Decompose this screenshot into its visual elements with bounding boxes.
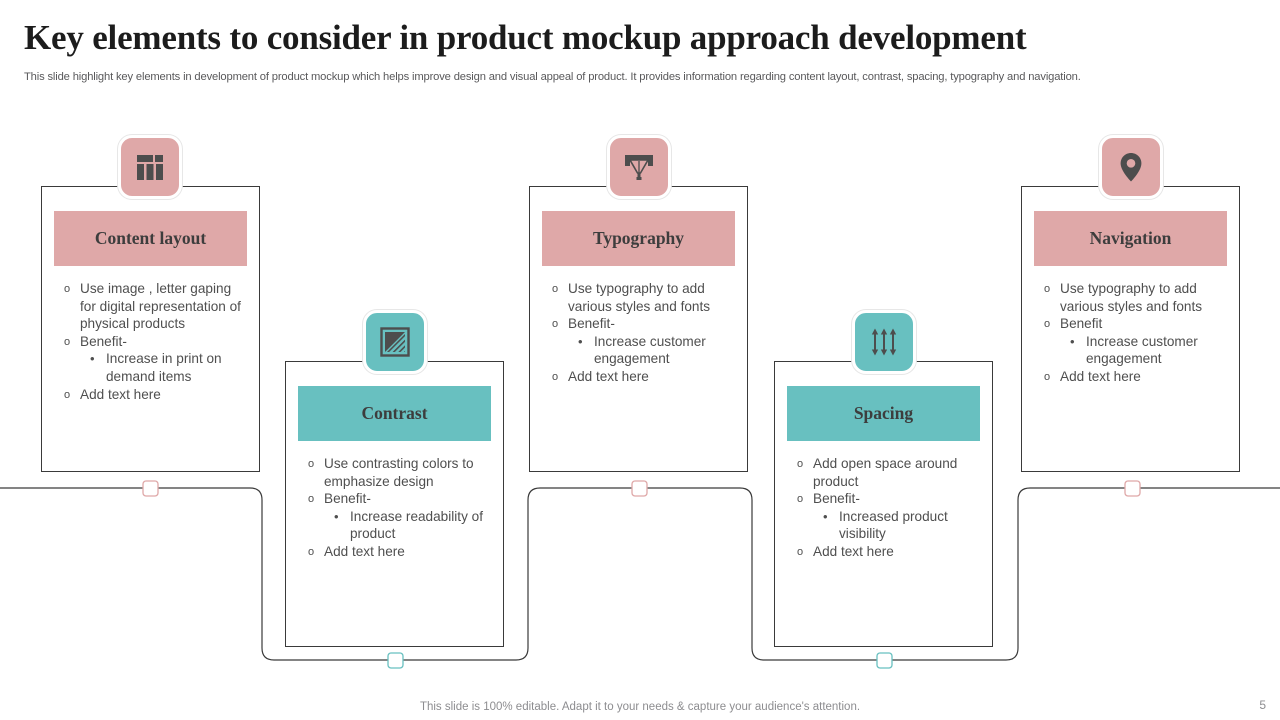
bullet-subitem: Increase customer engagement <box>542 333 737 368</box>
connector-handle-2[interactable] <box>387 652 404 669</box>
bullet-item: Use image , letter gaping for digital re… <box>54 280 249 333</box>
card-contrast[interactable]: Contrast Use contrasting colors to empha… <box>285 361 504 647</box>
layout-grid-icon <box>133 150 167 184</box>
icon-badge-contrast[interactable] <box>363 310 427 374</box>
bullet-item: Add open space around product <box>787 455 982 490</box>
card-header-content-layout: Content layout <box>54 211 247 266</box>
icon-badge-spacing[interactable] <box>852 310 916 374</box>
page-title: Key elements to consider in product mock… <box>24 18 1027 57</box>
card-navigation[interactable]: Navigation Use typography to add various… <box>1021 186 1240 472</box>
connector-handle-1[interactable] <box>142 480 159 497</box>
card-spacing[interactable]: Spacing Add open space around product Be… <box>774 361 993 647</box>
card-bullets-typography: Use typography to add various styles and… <box>542 280 737 387</box>
card-bullets-contrast: Use contrasting colors to emphasize desi… <box>298 455 493 562</box>
page-subtitle: This slide highlight key elements in dev… <box>24 71 1081 83</box>
card-header-typography: Typography <box>542 211 735 266</box>
bullet-subitem: Increase in print on demand items <box>54 350 249 385</box>
bullet-item: Use typography to add various styles and… <box>1034 280 1229 315</box>
bullet-item: Add text here <box>54 386 249 405</box>
card-typography[interactable]: Typography Use typography to add various… <box>529 186 748 472</box>
bullet-item: Benefit- <box>54 333 249 352</box>
bullet-item: Benefit- <box>542 315 737 334</box>
bullet-item: Add text here <box>1034 368 1229 387</box>
card-content-layout[interactable]: Content layout Use image , letter gaping… <box>41 186 260 472</box>
footer-note: This slide is 100% editable. Adapt it to… <box>419 701 861 713</box>
card-header-navigation: Navigation <box>1034 211 1227 266</box>
bullet-subitem: Increase readability of product <box>298 508 493 543</box>
card-header-spacing: Spacing <box>787 386 980 441</box>
map-pin-icon <box>1115 151 1147 183</box>
icon-badge-typography[interactable] <box>607 135 671 199</box>
card-title-content-layout: Content layout <box>94 228 207 248</box>
page-number: 5 <box>1259 698 1266 712</box>
pen-nib-icon <box>622 150 656 184</box>
card-title-contrast: Contrast <box>361 403 428 423</box>
bullet-item: Benefit- <box>298 490 493 509</box>
bullet-subitem: Increased product visibility <box>787 508 982 543</box>
card-header-contrast: Contrast <box>298 386 491 441</box>
bullet-item: Benefit- <box>787 490 982 509</box>
icon-badge-navigation[interactable] <box>1099 135 1163 199</box>
bullet-item: Use contrasting colors to emphasize desi… <box>298 455 493 490</box>
card-bullets-spacing: Add open space around product Benefit- I… <box>787 455 982 562</box>
bullet-item: Benefit <box>1034 315 1229 334</box>
bullet-item: Use typography to add various styles and… <box>542 280 737 315</box>
bullet-item: Add text here <box>542 368 737 387</box>
vertical-arrows-icon <box>867 325 901 359</box>
card-title-spacing: Spacing <box>853 403 914 423</box>
card-bullets-content-layout: Use image , letter gaping for digital re… <box>54 280 249 405</box>
connector-handle-4[interactable] <box>876 652 893 669</box>
connector-handle-5[interactable] <box>1124 480 1141 497</box>
card-title-typography: Typography <box>592 228 685 248</box>
bullet-item: Add text here <box>298 543 493 562</box>
bullet-item: Add text here <box>787 543 982 562</box>
connector-handle-3[interactable] <box>631 480 648 497</box>
icon-badge-content-layout[interactable] <box>118 135 182 199</box>
bullet-subitem: Increase customer engagement <box>1034 333 1229 368</box>
card-title-navigation: Navigation <box>1089 228 1172 248</box>
contrast-square-icon <box>379 326 411 358</box>
card-bullets-navigation: Use typography to add various styles and… <box>1034 280 1229 387</box>
